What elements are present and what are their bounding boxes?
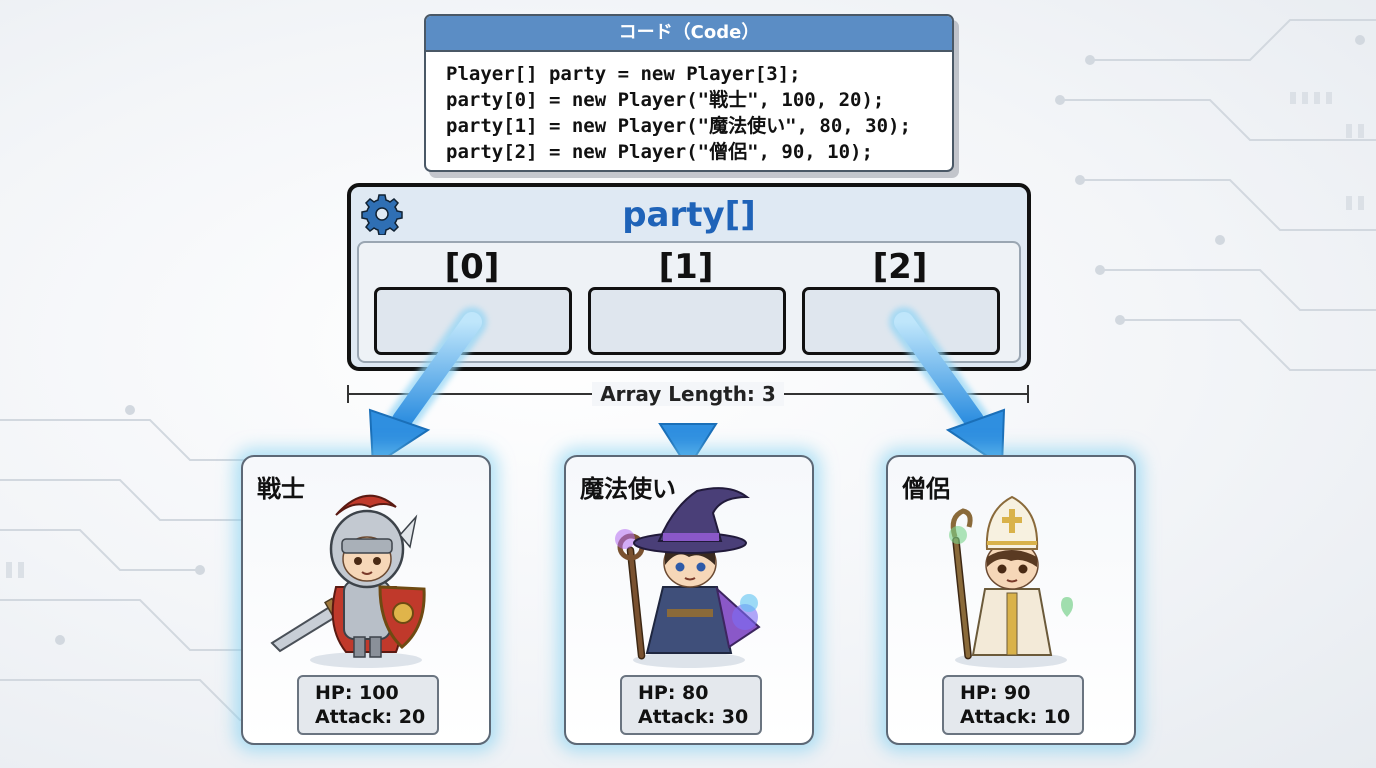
length-tick-left	[347, 385, 349, 403]
array-name: party[]	[622, 195, 756, 235]
array-container: party[] [0] [1] [2]	[347, 183, 1031, 371]
wizard-mage-icon	[615, 487, 761, 668]
slot-index: [0]	[444, 247, 500, 287]
code-line: party[2] = new Player("僧侶", 90, 10);	[446, 141, 873, 163]
code-line: party[0] = new Player("戦士", 100, 20);	[446, 89, 885, 111]
hp-stat: HP: 100	[315, 682, 399, 704]
gear-icon	[361, 194, 403, 235]
character-name: 僧侶	[902, 475, 950, 503]
slot-reference-cell	[802, 287, 1000, 355]
attack-stat: Attack: 10	[960, 706, 1071, 728]
character-name: 魔法使い	[580, 475, 676, 503]
character-name: 戦士	[257, 475, 305, 503]
character-card-priest: 僧侶 HP: 90 Attack: 10	[886, 455, 1136, 745]
code-lines: Player[] party = new Player[3]; party[0]…	[426, 52, 952, 165]
array-slot-0: [0]	[374, 243, 572, 361]
array-slot-1: [1]	[588, 243, 786, 361]
slot-reference-cell	[374, 287, 572, 355]
character-stats: HP: 80 Attack: 30	[620, 675, 762, 735]
array-slots: [0] [1] [2]	[357, 241, 1021, 363]
slot-reference-cell	[588, 287, 786, 355]
hp-stat: HP: 80	[638, 682, 709, 704]
code-line: party[1] = new Player("魔法使い", 80, 30);	[446, 115, 911, 137]
hp-stat: HP: 90	[960, 682, 1031, 704]
slot-index: [2]	[872, 247, 928, 287]
priest-cleric-icon	[949, 495, 1073, 668]
character-card-warrior: 戦士 HP: 100 Attack: 20	[241, 455, 491, 745]
attack-stat: Attack: 20	[315, 706, 426, 728]
array-length-bar: Array Length: 3	[347, 382, 1029, 406]
array-slot-2: [2]	[802, 243, 1000, 361]
character-stats: HP: 100 Attack: 20	[297, 675, 439, 735]
code-panel-title: コード（Code）	[426, 16, 952, 52]
length-tick-right	[1027, 385, 1029, 403]
array-length-label: Array Length: 3	[347, 382, 1029, 408]
character-stats: HP: 90 Attack: 10	[942, 675, 1084, 735]
attack-stat: Attack: 30	[638, 706, 749, 728]
warrior-knight-icon	[270, 494, 426, 668]
code-line: Player[] party = new Player[3];	[446, 63, 801, 85]
slot-index: [1]	[658, 247, 714, 287]
character-card-wizard: 魔法使い HP: 80 Attack: 30	[564, 455, 814, 745]
code-panel: コード（Code） Player[] party = new Player[3]…	[424, 14, 954, 172]
